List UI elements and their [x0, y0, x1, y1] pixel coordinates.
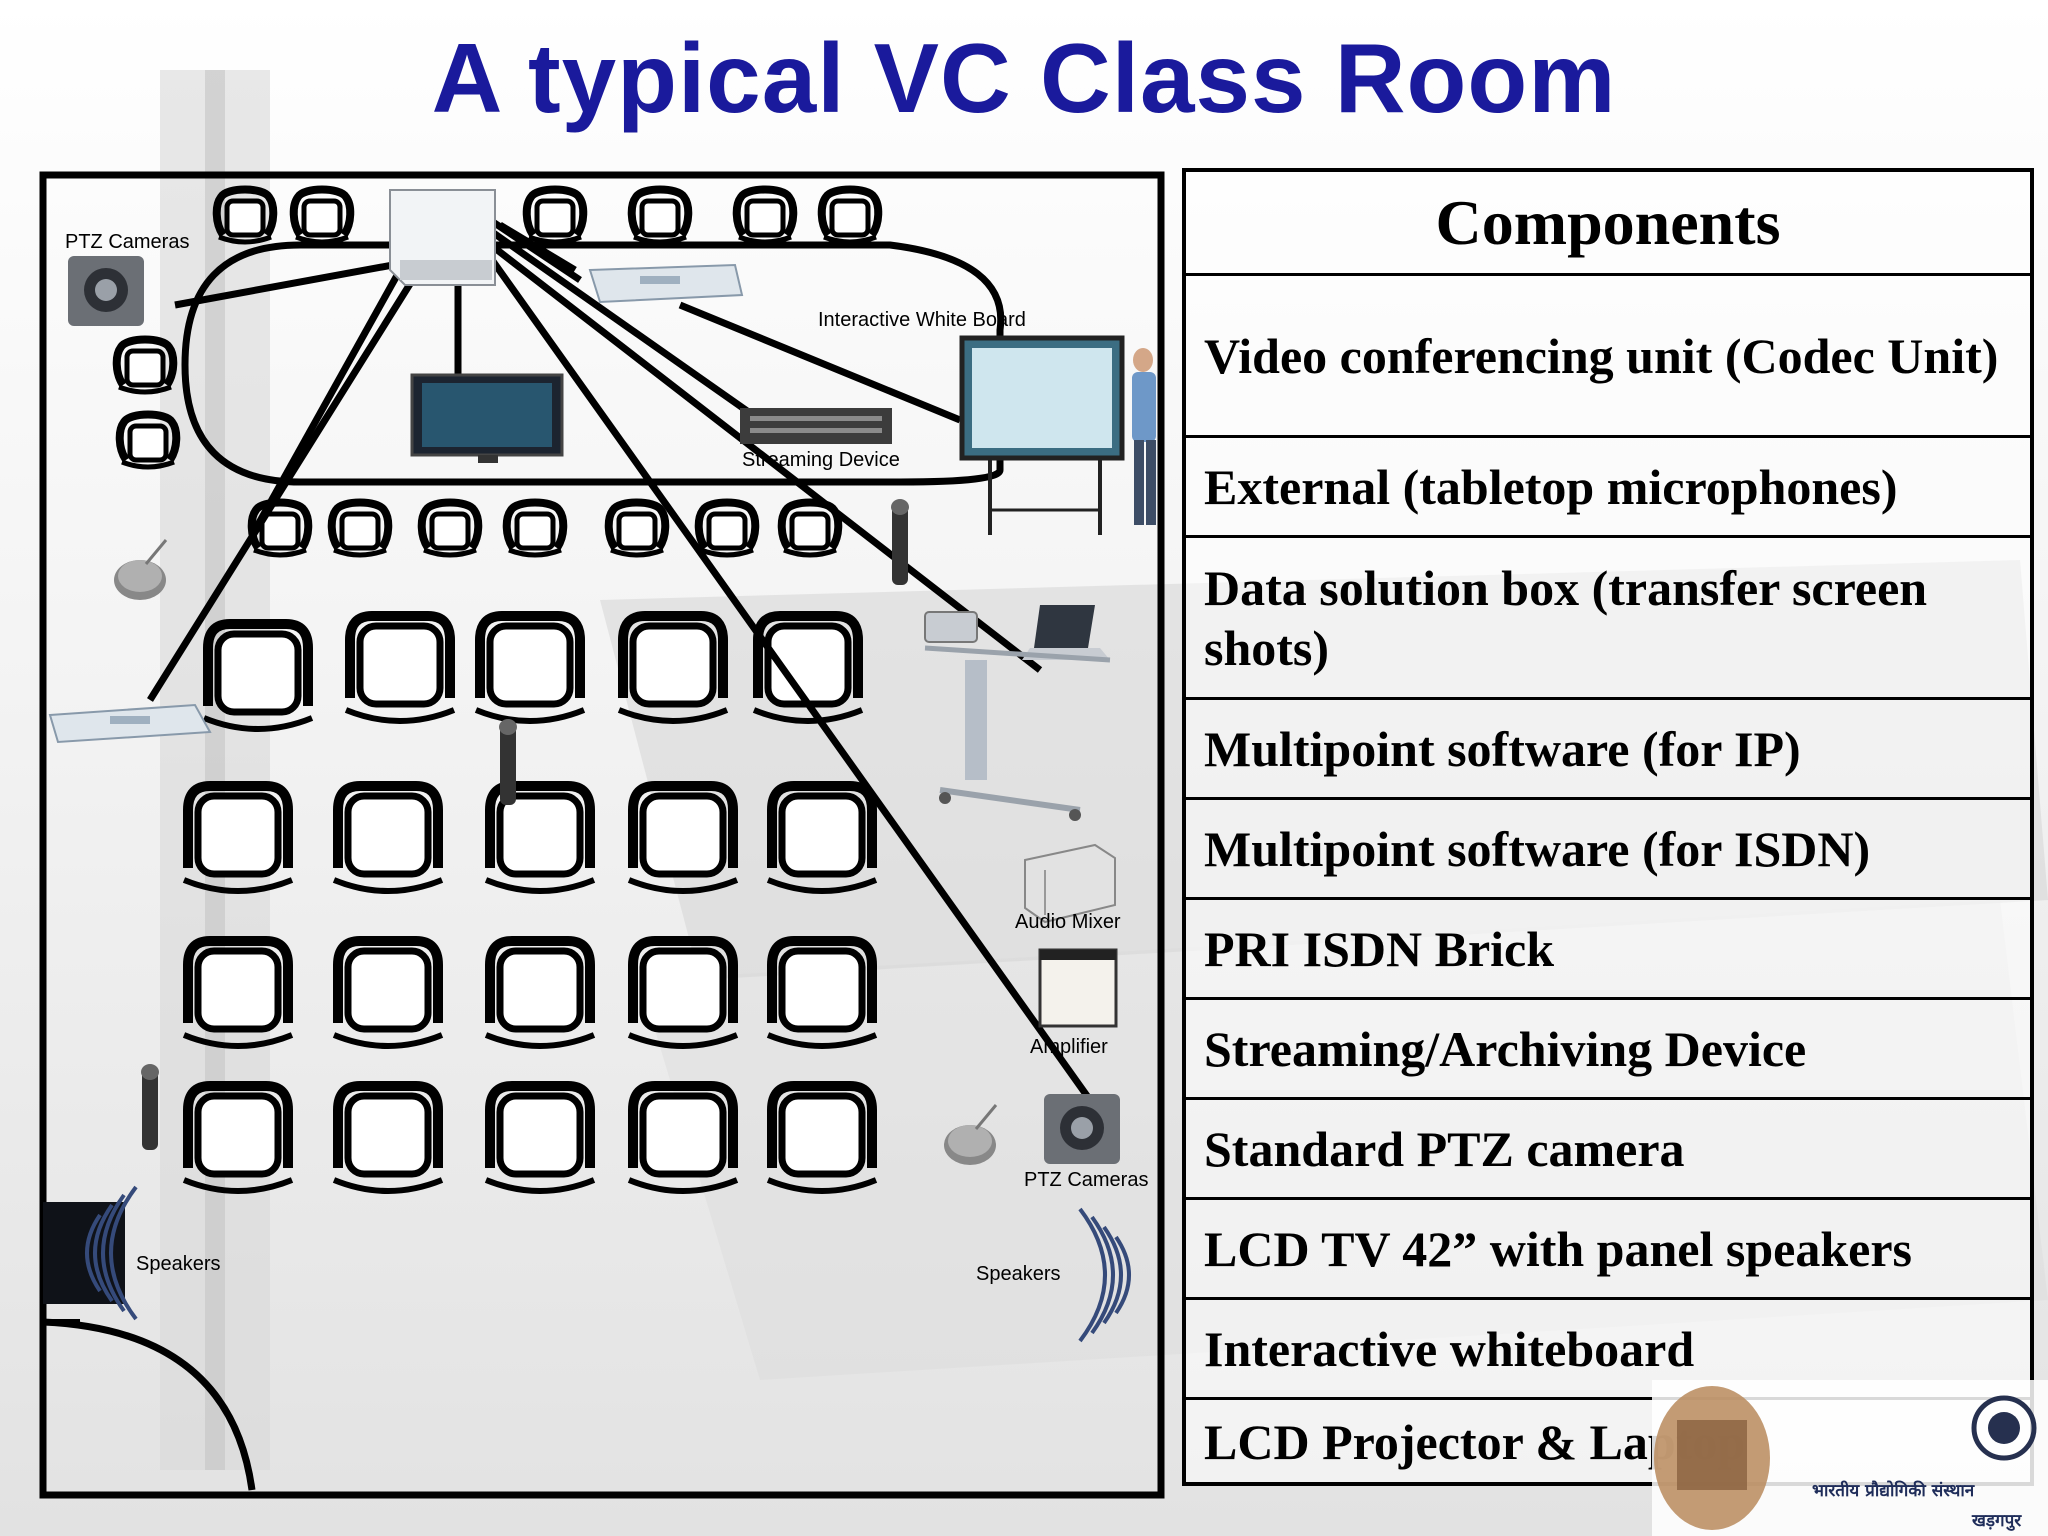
amplifier: [1038, 948, 1118, 1028]
component-row: Interactive whiteboard: [1186, 1300, 2030, 1400]
chair: [204, 624, 312, 729]
lcd-tv: [410, 373, 564, 463]
ptz-camera-icon: [1044, 1094, 1120, 1164]
ptz-cameras-label-bottom: PTZ Cameras: [1024, 1169, 1148, 1191]
chair: [334, 1086, 442, 1191]
page-title: A typical VC Class Room: [431, 23, 1617, 133]
chair: [334, 941, 442, 1046]
chair: [737, 190, 794, 243]
chair: [294, 190, 351, 243]
chair: [629, 941, 737, 1046]
streaming-device: [740, 408, 892, 444]
components-table: Components Video conferencing unit (Code…: [1182, 168, 2034, 1486]
component-row: PRI ISDN Brick: [1186, 900, 2030, 1000]
chair: [334, 786, 442, 891]
streaming-device-label: Streaming Device: [742, 449, 900, 471]
component-row: External (tabletop microphones): [1186, 438, 2030, 538]
chair: [507, 503, 564, 556]
chair: [632, 190, 689, 243]
component-row: Multipoint software (for IP): [1186, 700, 2030, 800]
chair: [629, 786, 737, 891]
speaker-icon: [1078, 1207, 1131, 1343]
audio-mixer: [1024, 843, 1116, 924]
chair: [619, 616, 727, 721]
chair: [699, 503, 756, 556]
handheld-microphone-icon: [891, 499, 909, 585]
codec-unit: [389, 189, 496, 286]
components-header: Components: [1186, 172, 2030, 276]
handheld-microphone-icon: [499, 719, 517, 805]
chair: [486, 1086, 594, 1191]
chair: [768, 786, 876, 891]
chair: [629, 1086, 737, 1191]
component-row: LCD TV 42” with panel speakers: [1186, 1200, 2030, 1300]
chair: [184, 786, 292, 891]
component-row: Standard PTZ camera: [1186, 1100, 2030, 1200]
projector-laptop-cart: [924, 605, 1111, 821]
audio-mixer-label: Audio Mixer: [1015, 911, 1121, 933]
interactive-whiteboard: [959, 335, 1156, 535]
chair: [609, 503, 666, 556]
chair: [184, 1086, 292, 1191]
chair: [217, 190, 274, 243]
component-row: Video conferencing unit (Codec Unit): [1186, 276, 2030, 438]
chair: [527, 190, 584, 243]
component-row: Data solution box (transfer screen shots…: [1186, 538, 2030, 700]
interactive-white-board-label: Interactive White Board: [818, 309, 1026, 331]
chair: [768, 941, 876, 1046]
speakers-label-left: Speakers: [136, 1253, 221, 1275]
speakers-label-right: Speakers: [976, 1263, 1061, 1285]
institute-logo: भारतीय प्रौद्योगिकी संस्थान खड़गपुर: [1652, 1380, 2048, 1536]
connection-lines: [147, 217, 1093, 1103]
chair: [822, 190, 879, 243]
tabletop-microphone-icon: [942, 1103, 998, 1167]
chair: [476, 616, 584, 721]
chair: [184, 941, 292, 1046]
door-arc: [42, 1318, 256, 1491]
chair: [768, 1086, 876, 1191]
chair: [120, 415, 177, 468]
logo-text-line1: भारतीय प्रौद्योगिकी संस्थान: [1812, 1480, 1975, 1501]
logo-text-line2: खड़गपुर: [1971, 1511, 2022, 1531]
data-solution-box: [48, 703, 212, 744]
tabletop-microphone-icon: [112, 538, 168, 602]
chair: [486, 941, 594, 1046]
chair: [332, 503, 389, 556]
chair: [346, 616, 454, 721]
isdn-brick: [588, 263, 744, 304]
ptz-camera-icon: [68, 256, 144, 326]
component-row: Streaming/Archiving Device: [1186, 1000, 2030, 1100]
ptz-cameras-label-top: PTZ Cameras: [65, 231, 189, 253]
component-row: Multipoint software (for ISDN): [1186, 800, 2030, 900]
chair: [422, 503, 479, 556]
room-outline: [39, 171, 1165, 1499]
handheld-microphone-icon: [141, 1064, 159, 1150]
chair: [117, 340, 174, 393]
amplifier-label: Amplifier: [1030, 1036, 1108, 1058]
